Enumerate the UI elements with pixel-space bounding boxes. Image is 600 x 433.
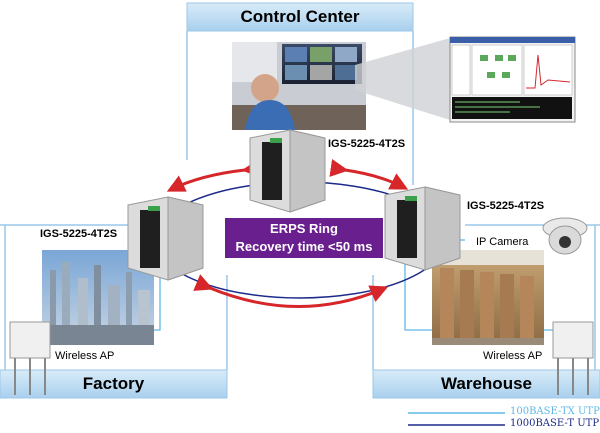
ip-camera-label: IP Camera — [476, 236, 529, 248]
legend-lines — [408, 412, 505, 426]
legend-item-t: 1000BASE-T UTP — [510, 418, 600, 429]
factory-title: Factory — [82, 374, 145, 393]
warehouse-zone — [372, 224, 600, 399]
ring-arrows — [166, 159, 409, 308]
control-room-photo — [232, 42, 366, 130]
switch-top-device — [249, 129, 326, 213]
switch-right-label: IGS-5225-4T2S — [467, 200, 545, 212]
switch-left-label: IGS-5225-4T2S — [40, 228, 118, 240]
zoom-cone — [355, 38, 450, 120]
wireless-ap-left-label: Wireless AP — [55, 350, 115, 362]
warehouse-title: Warehouse — [440, 374, 532, 393]
wireless-ap-left-icon — [9, 321, 51, 395]
switch-top-label: IGS-5225-4T2S — [328, 138, 406, 150]
switch-left-device — [127, 196, 204, 281]
switch-right-device — [384, 186, 461, 271]
ip-camera-icon — [542, 217, 588, 255]
legend-item-tx: 100BASE-TX UTP — [510, 406, 600, 417]
erps-recovery-time: Recovery time <50 ms — [235, 239, 373, 254]
control-center-title: Control Center — [240, 7, 360, 26]
factory-photo — [42, 250, 154, 345]
wireless-ap-right-icon — [552, 321, 594, 395]
wireless-ap-right-label: Wireless AP — [483, 350, 543, 362]
warehouse-photo — [432, 250, 544, 345]
monitor-screenshot — [449, 36, 576, 123]
erps-ring-label: ERPS Ring Recovery time <50 ms — [225, 218, 383, 258]
erps-ring-title: ERPS Ring — [270, 221, 338, 236]
factory-zone — [0, 224, 228, 399]
